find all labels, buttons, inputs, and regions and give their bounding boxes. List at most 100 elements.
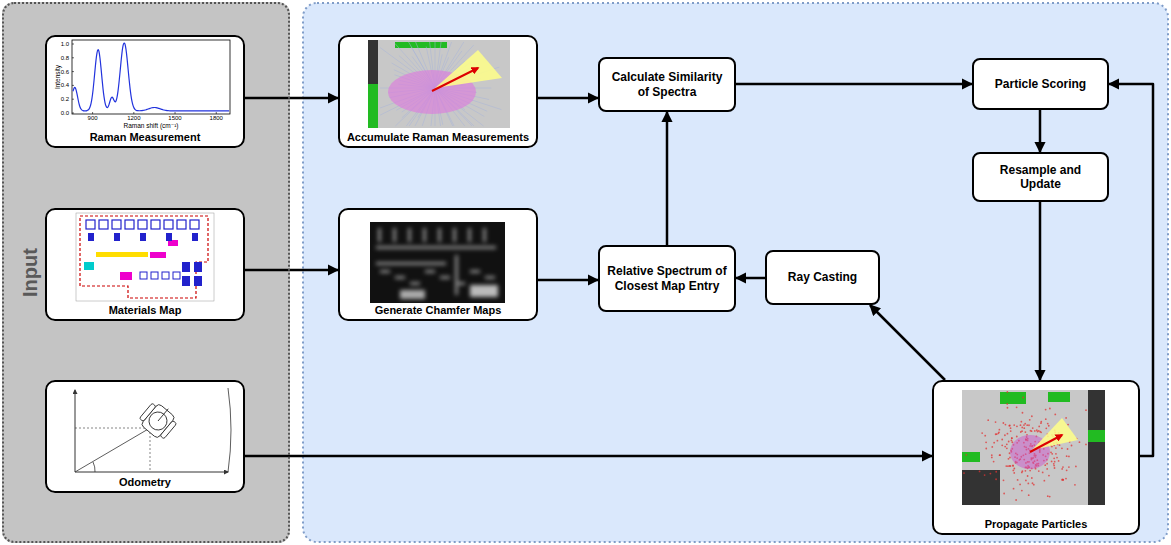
illustration-part bbox=[141, 403, 176, 439]
illustration-part bbox=[133, 112, 134, 114]
illustration-part bbox=[1005, 465, 1007, 467]
illustration-part bbox=[410, 282, 420, 285]
illustration-part bbox=[1062, 466, 1064, 468]
illustration-part bbox=[1031, 477, 1033, 479]
illustration-part bbox=[1013, 488, 1015, 490]
illustration-part bbox=[1024, 431, 1026, 433]
illustration-part bbox=[1045, 418, 1047, 420]
illustration-part bbox=[162, 272, 169, 279]
illustration-part bbox=[1004, 434, 1006, 436]
illustration-part bbox=[72, 71, 74, 72]
flow-arrow bbox=[870, 305, 945, 380]
illustration-part bbox=[962, 452, 980, 462]
input-panel: InputRaman MeasurementMaterials MapOdome… bbox=[2, 2, 290, 543]
illustration-part bbox=[1068, 456, 1070, 458]
illustration-part bbox=[1050, 451, 1052, 453]
illustration-part bbox=[80, 216, 208, 298]
box-label: Relative Spectrum of Closest Map Entry bbox=[606, 264, 728, 293]
flow-arrow bbox=[245, 269, 338, 272]
illustration-part bbox=[45, 35, 245, 148]
illustration-part bbox=[1003, 493, 1005, 495]
illustration-part bbox=[987, 419, 989, 421]
illustration-part bbox=[150, 428, 151, 472]
illustration-part bbox=[1088, 430, 1105, 442]
tick-label: 0.4 bbox=[61, 82, 69, 88]
illustration-part bbox=[1056, 457, 1058, 459]
illustration-part bbox=[368, 84, 378, 128]
illustration-part bbox=[1027, 483, 1029, 485]
illustration-part bbox=[376, 262, 446, 265]
illustration-part bbox=[1030, 430, 1032, 432]
illustration-part bbox=[1025, 470, 1027, 472]
illustration-part bbox=[88, 233, 94, 241]
illustration-part bbox=[1042, 472, 1044, 474]
image-process-box: Accumulate Raman Measurements bbox=[338, 35, 538, 148]
illustration-part bbox=[1075, 466, 1077, 468]
illustration-part bbox=[194, 262, 202, 272]
illustration-part bbox=[1040, 431, 1042, 433]
illustration-part bbox=[1020, 421, 1022, 423]
illustration-part bbox=[996, 433, 998, 435]
illustration-part bbox=[1029, 470, 1031, 472]
illustration-part bbox=[1054, 467, 1056, 469]
illustration-part bbox=[72, 57, 74, 58]
illustration-part bbox=[962, 390, 1105, 505]
illustration-part bbox=[1011, 437, 1013, 439]
illustration-part bbox=[1058, 460, 1060, 462]
process-box: Relative Spectrum of Closest Map Entry bbox=[598, 245, 736, 312]
process-panel bbox=[303, 3, 1168, 542]
illustration-part bbox=[370, 222, 505, 303]
illustration-part bbox=[425, 270, 435, 273]
illustration-part bbox=[1049, 496, 1051, 498]
illustration-part bbox=[985, 441, 987, 443]
illustration-part bbox=[1044, 464, 1046, 466]
illustration-part bbox=[1019, 484, 1021, 486]
axis-title: Raman shift (cm⁻¹) bbox=[123, 122, 178, 129]
illustration-part bbox=[1051, 446, 1053, 448]
illustration-part bbox=[1002, 422, 1004, 424]
illustration-part bbox=[1032, 418, 1078, 450]
illustration-part bbox=[991, 446, 993, 448]
illustration-part bbox=[435, 50, 502, 88]
illustration-part bbox=[1051, 453, 1053, 455]
box-label: Materials Map bbox=[109, 304, 182, 317]
illustration-part bbox=[1045, 427, 1047, 429]
box-label: Odometry bbox=[119, 476, 171, 489]
illustration-part bbox=[1061, 479, 1063, 481]
illustration-part bbox=[164, 220, 173, 229]
illustration-part bbox=[93, 462, 95, 472]
illustration-part bbox=[376, 228, 498, 299]
box-label: Generate Chamfer Maps bbox=[375, 304, 502, 317]
illustration-part bbox=[455, 255, 458, 295]
illustration-part bbox=[995, 478, 997, 480]
input-box: Materials Map bbox=[45, 208, 245, 321]
box-label: Raman Measurement bbox=[90, 131, 201, 144]
illustration-part bbox=[1009, 465, 1011, 467]
illustration-part bbox=[993, 442, 995, 444]
illustration-part bbox=[981, 432, 983, 434]
illustration-part bbox=[72, 99, 74, 100]
illustration-part bbox=[120, 272, 132, 280]
illustration-part bbox=[1024, 423, 1026, 425]
illustration-part bbox=[1065, 478, 1067, 480]
illustration-part bbox=[999, 454, 1001, 456]
box-label: Accumulate Raman Measurements bbox=[347, 131, 529, 144]
illustration-part bbox=[1001, 439, 1003, 441]
illustration-part bbox=[1043, 480, 1045, 482]
illustration-part bbox=[1028, 424, 1030, 426]
illustration-part bbox=[984, 474, 986, 476]
illustration-part bbox=[1085, 409, 1087, 411]
illustration-part bbox=[1053, 465, 1055, 467]
illustration-part bbox=[151, 220, 160, 229]
illustration-part bbox=[75, 428, 150, 472]
illustration-part bbox=[192, 233, 198, 241]
illustration-part bbox=[438, 228, 441, 242]
illustration-part bbox=[72, 113, 74, 114]
flow-arrow bbox=[245, 455, 932, 458]
illustration-part bbox=[1061, 468, 1063, 470]
illustration-part bbox=[338, 208, 538, 321]
illustration-part bbox=[1021, 490, 1023, 492]
illustration-part bbox=[45, 208, 245, 321]
illustration-part bbox=[1011, 440, 1013, 442]
